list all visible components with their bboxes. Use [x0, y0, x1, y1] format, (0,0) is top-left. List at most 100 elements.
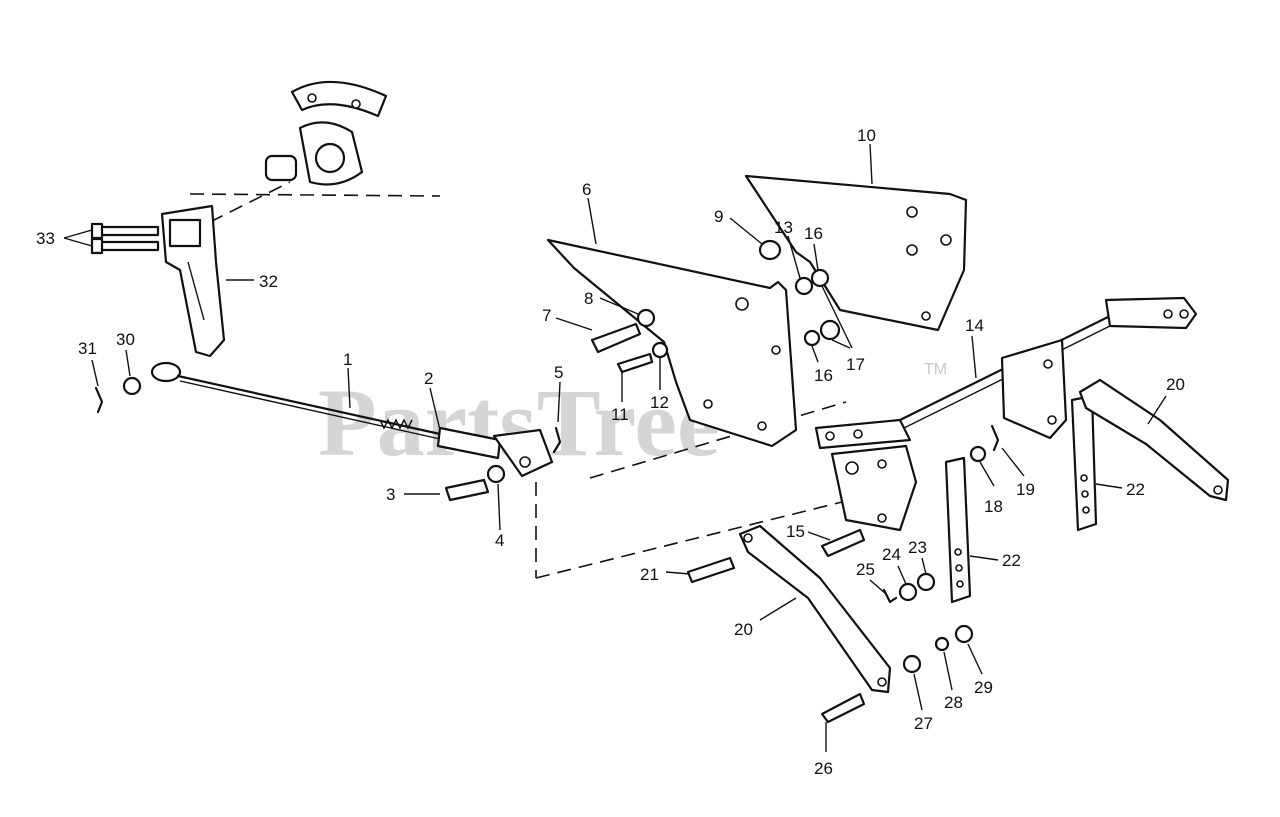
link-hole — [954, 548, 962, 556]
callout-22-left: 22 — [1002, 551, 1021, 570]
bolt-11 — [616, 352, 654, 374]
leader — [91, 359, 99, 387]
rod-eye — [150, 361, 182, 383]
leader — [943, 651, 953, 691]
shaft-plate-right — [1000, 338, 1068, 440]
callout-12: 12 — [650, 393, 669, 412]
bolt-lower — [96, 240, 160, 252]
hairpin-31 — [94, 386, 104, 414]
quadrant-hole — [307, 93, 317, 103]
callout-10: 10 — [857, 126, 876, 145]
leader — [759, 597, 797, 621]
arm-hole — [1213, 485, 1223, 495]
leader — [665, 571, 691, 575]
leader — [557, 381, 561, 423]
leader — [587, 197, 597, 245]
nut-9 — [758, 239, 782, 261]
bracket-hole — [906, 206, 918, 218]
clevis-pin — [444, 478, 490, 502]
bolt-15 — [820, 528, 866, 558]
leader — [969, 555, 999, 561]
leader — [811, 345, 819, 363]
callout-7: 7 — [542, 306, 551, 325]
leader — [1147, 395, 1167, 425]
hanger-plate-6 — [546, 238, 798, 448]
link-hole — [955, 564, 963, 572]
handle-bracket — [160, 204, 226, 358]
callout-11: 11 — [611, 405, 629, 424]
rod-shaft — [176, 374, 442, 436]
lift-arm-lower — [738, 524, 892, 694]
washer-16 — [810, 268, 830, 288]
control-rod — [150, 361, 442, 440]
bolt-7 — [590, 322, 642, 354]
callout-8: 8 — [584, 289, 593, 308]
pivot-hub — [298, 121, 364, 186]
clevis — [436, 426, 554, 478]
projection-line — [535, 499, 851, 579]
bolt-21 — [686, 556, 736, 584]
callout-30: 30 — [116, 330, 135, 349]
callout-26: 26 — [814, 759, 833, 778]
bracket-hole — [906, 244, 918, 256]
leader — [1095, 483, 1123, 489]
callout-14: 14 — [965, 316, 984, 335]
washer-28 — [934, 636, 950, 652]
callout-4: 4 — [495, 531, 504, 550]
plate-hole — [877, 513, 887, 523]
bracket-hole — [921, 311, 931, 321]
plate-hole — [1047, 415, 1057, 425]
callout-3: 3 — [386, 485, 395, 504]
callout-25: 25 — [856, 560, 875, 579]
nut-13 — [794, 276, 814, 296]
leader — [555, 317, 593, 331]
hairpin-5 — [552, 426, 562, 454]
callout-27: 27 — [914, 714, 933, 733]
callout-18: 18 — [984, 497, 1003, 516]
leader — [921, 557, 927, 575]
callout-6: 6 — [582, 180, 591, 199]
callout-22-right: 22 — [1126, 480, 1145, 499]
lift-link-left — [944, 456, 972, 604]
washer-4 — [486, 464, 506, 484]
callout-21: 21 — [640, 565, 659, 584]
arm-hole — [1163, 309, 1173, 319]
cross-shaft-14 — [814, 296, 1198, 532]
shaft-arm-right — [1104, 296, 1198, 330]
pivot-boss — [314, 142, 346, 174]
rod-thread — [379, 418, 413, 430]
watermark-tm: TM — [924, 361, 947, 378]
callout-2: 2 — [424, 369, 433, 388]
leader — [497, 483, 501, 531]
nut-17 — [819, 319, 841, 341]
leader — [813, 243, 819, 271]
centerline — [209, 181, 291, 223]
leader — [821, 285, 853, 349]
projection-line — [589, 401, 847, 479]
leader — [979, 461, 995, 487]
clevis-hole — [519, 456, 531, 468]
leader — [869, 579, 887, 595]
bolt-upper — [96, 225, 160, 237]
callout-31: 31 — [78, 339, 97, 358]
link-hole — [1082, 506, 1090, 514]
handle-bracket-rib — [187, 261, 205, 321]
lift-arm-upper — [1078, 378, 1230, 502]
hairpin-19 — [990, 424, 1000, 452]
washer-12 — [651, 341, 669, 359]
leader — [831, 339, 851, 349]
hairpin-25 — [882, 588, 898, 604]
callout-20-upper: 20 — [1166, 375, 1185, 394]
projection-lines — [535, 401, 851, 579]
leader — [807, 531, 831, 541]
callout-13: 13 — [774, 218, 793, 237]
leader-lines — [63, 143, 1167, 752]
callout-5: 5 — [554, 363, 563, 382]
callout-17: 17 — [846, 355, 865, 374]
plate-hole — [1043, 359, 1053, 369]
washer-8 — [636, 308, 656, 328]
link-hole — [1081, 490, 1089, 498]
bolt-26 — [820, 692, 866, 724]
leader — [125, 349, 131, 377]
callout-16-lower: 16 — [814, 366, 833, 385]
